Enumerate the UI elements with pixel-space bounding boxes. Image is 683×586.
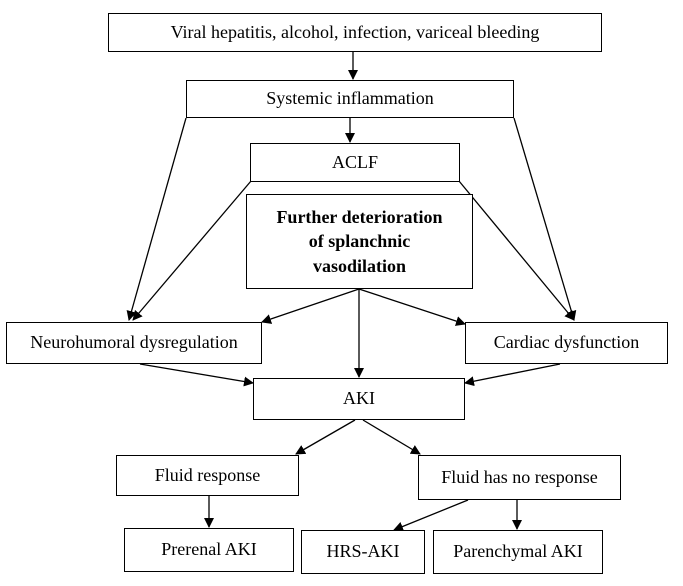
node-fluid-no-response: Fluid has no response bbox=[418, 455, 621, 500]
node-further-line-3: vasodilation bbox=[312, 255, 407, 276]
edge-neuro-aki bbox=[139, 363, 254, 387]
node-further-line-1: Further deterioration bbox=[276, 207, 443, 228]
node-parenchymal-label: Parenchymal AKI bbox=[453, 541, 583, 562]
edge-cardiac-aki bbox=[464, 363, 561, 387]
node-cardiac-label: Cardiac dysfunction bbox=[493, 332, 640, 353]
node-aki: AKI bbox=[253, 378, 465, 420]
node-hrs-label: HRS-AKI bbox=[326, 541, 400, 562]
node-systemic-inflammation: Systemic inflammation bbox=[186, 80, 514, 118]
node-fluid-no-response-label: Fluid has no response bbox=[441, 466, 598, 487]
node-hrs-aki: HRS-AKI bbox=[301, 530, 425, 574]
node-aki-label: AKI bbox=[343, 388, 375, 409]
edge-further-cardiac bbox=[358, 288, 466, 326]
node-neurohumoral-dysregulation: Neurohumoral dysregulation bbox=[6, 322, 262, 364]
node-causes-label: Viral hepatitis, alcohol, infection, var… bbox=[170, 21, 540, 42]
edge-aclf-neuro bbox=[132, 180, 252, 321]
node-fluid-response: Fluid response bbox=[116, 455, 299, 496]
node-cardiac-dysfunction: Cardiac dysfunction bbox=[465, 322, 668, 364]
edge-aki-fluid-no-response bbox=[362, 419, 421, 455]
node-prerenal-aki: Prerenal AKI bbox=[124, 528, 294, 572]
edge-systemic-cardiac bbox=[513, 117, 577, 321]
edge-aclf-cardiac bbox=[458, 180, 575, 321]
node-prerenal-label: Prerenal AKI bbox=[161, 539, 257, 560]
node-further-deterioration: Further deterioration of splanchnic vaso… bbox=[246, 194, 473, 289]
edge-aki-fluid-response bbox=[295, 419, 356, 455]
node-aclf: ACLF bbox=[250, 143, 460, 182]
node-systemic-inflammation-label: Systemic inflammation bbox=[266, 88, 434, 109]
node-neurohumoral-label: Neurohumoral dysregulation bbox=[30, 332, 238, 353]
edge-fluid-no-response-hrs bbox=[393, 499, 469, 532]
node-aclf-label: ACLF bbox=[331, 151, 378, 172]
node-causes: Viral hepatitis, alcohol, infection, var… bbox=[108, 13, 602, 52]
edge-further-neuro bbox=[261, 288, 360, 324]
node-fluid-response-label: Fluid response bbox=[154, 464, 261, 485]
edge-systemic-neuro bbox=[126, 117, 187, 321]
node-further-line-2: of splanchnic bbox=[308, 231, 411, 252]
node-parenchymal-aki: Parenchymal AKI bbox=[433, 530, 603, 574]
